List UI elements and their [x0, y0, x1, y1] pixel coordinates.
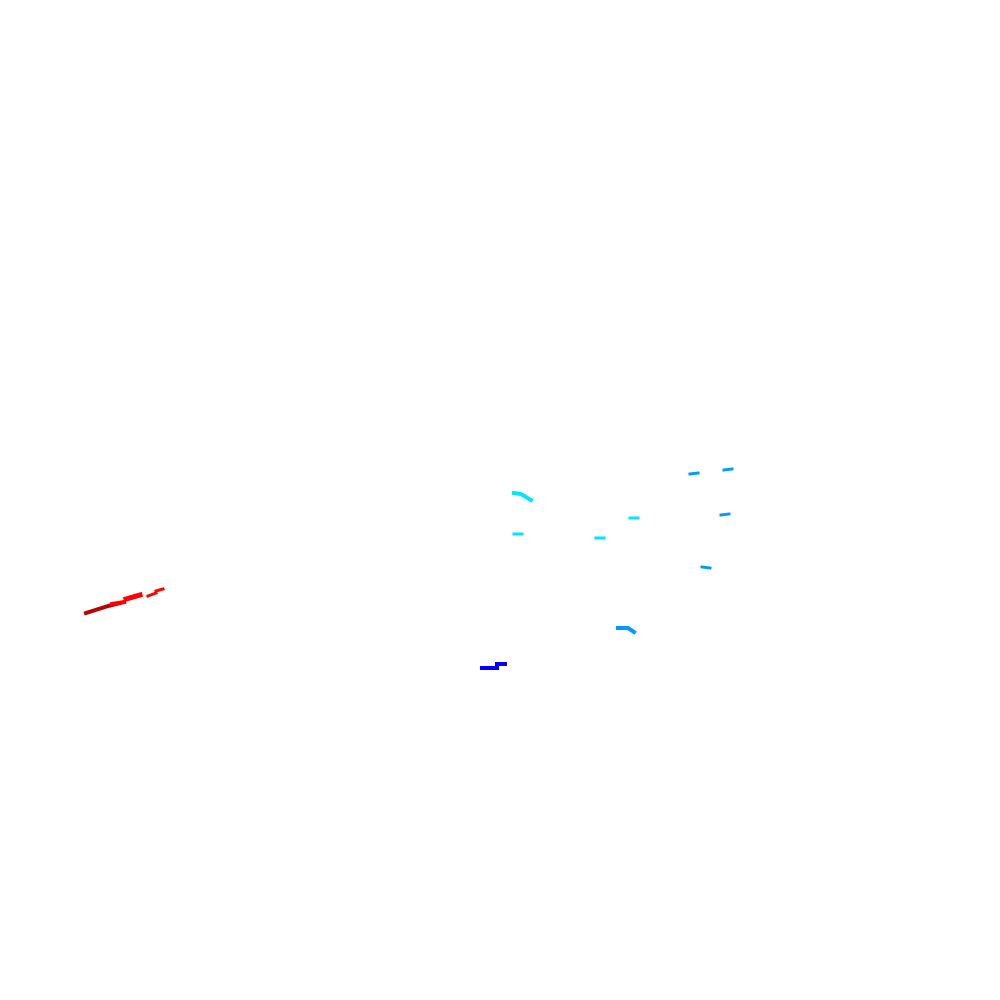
- light-blue-stroke-3: [719, 512, 731, 517]
- cyan-stroke-1: [511, 490, 534, 503]
- light-blue-stroke-4: [700, 565, 712, 570]
- red-stroke-5: [154, 587, 165, 593]
- stroke-marks: [83, 467, 734, 670]
- red-stroke-2: [109, 599, 127, 607]
- light-blue-stroke-1: [688, 471, 700, 476]
- blue-stroke-1: [480, 662, 507, 670]
- red-stroke-3: [122, 591, 144, 603]
- light-blue-stroke-2: [722, 467, 734, 472]
- red-stroke-4: [146, 591, 158, 598]
- light-blue-stroke-5: [616, 626, 637, 635]
